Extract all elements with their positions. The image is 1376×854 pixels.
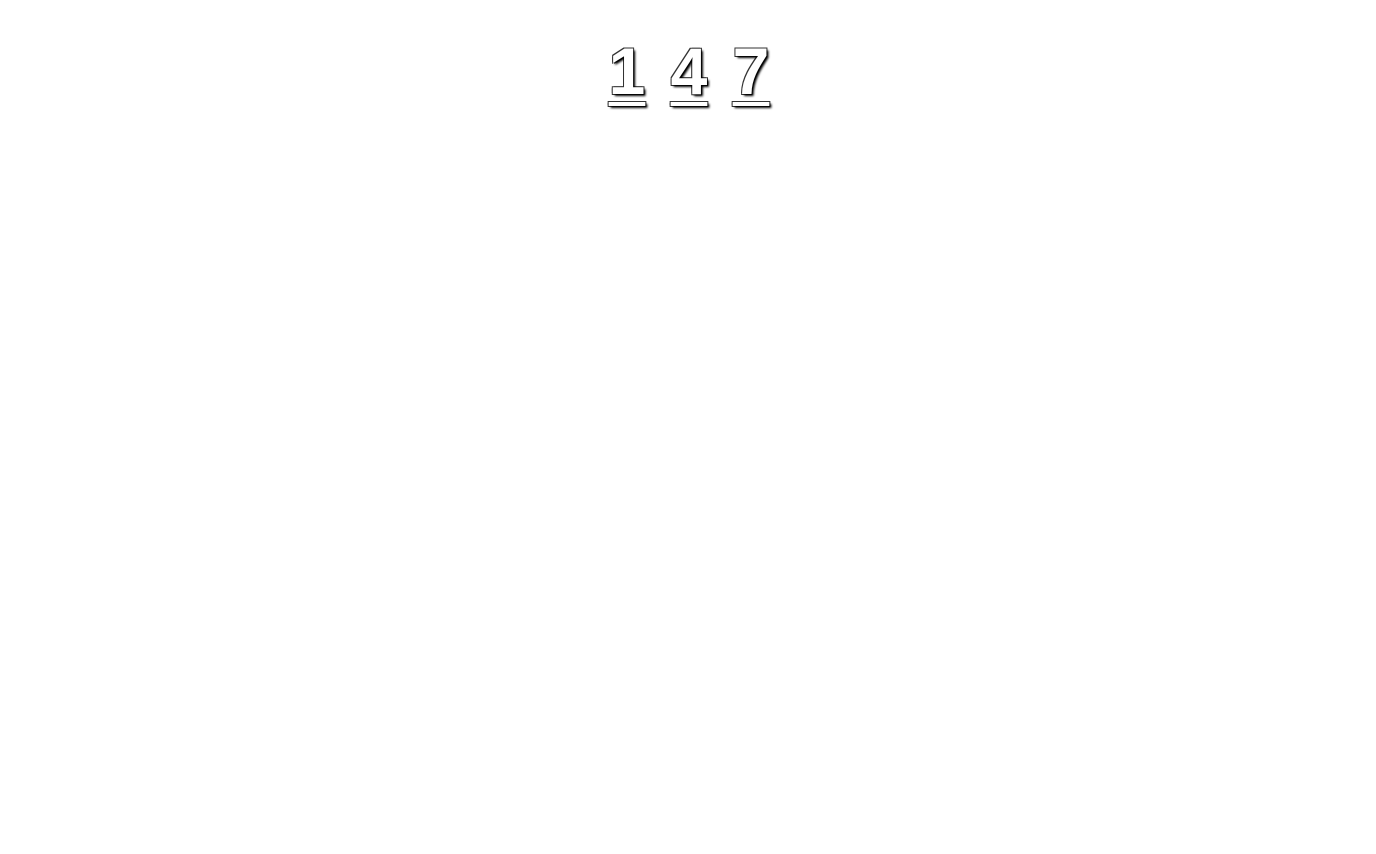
number-link-4[interactable]: 4	[670, 34, 708, 108]
number-link-1[interactable]: 1	[608, 34, 646, 108]
number-link-row: 1 4 7	[0, 26, 1376, 116]
number-link-7[interactable]: 7	[732, 34, 770, 108]
